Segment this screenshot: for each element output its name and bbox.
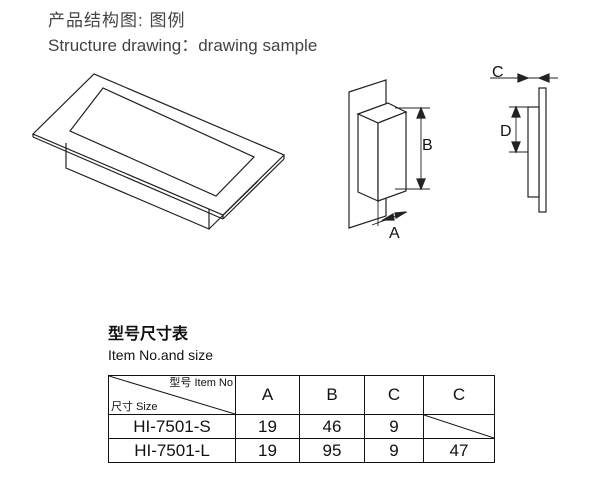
column-header-c: C bbox=[364, 375, 424, 415]
corner-diagonal bbox=[109, 376, 235, 414]
dimension-label-d: D bbox=[500, 123, 512, 140]
table-row: HI-7501-L 19 95 9 47 bbox=[108, 438, 495, 463]
table-header-row: 型号 Item No 尺寸 Size A B C C bbox=[108, 375, 495, 415]
size-c-cell: 9 bbox=[364, 438, 424, 463]
size-c-second-cell-empty bbox=[423, 414, 495, 439]
size-b-cell: 95 bbox=[299, 438, 365, 463]
column-header-c-second: C bbox=[423, 375, 495, 415]
isometric-handle-view bbox=[31, 73, 286, 230]
header-title-en: Structure drawing：drawing sample bbox=[48, 36, 318, 55]
table-corner-cell: 型号 Item No 尺寸 Size bbox=[108, 375, 236, 415]
size-a-cell: 19 bbox=[235, 438, 300, 463]
header-title-cn: 产品结构图: 图例 bbox=[48, 11, 186, 30]
table-row: HI-7501-S 19 46 9 bbox=[108, 414, 495, 439]
item-number-cell: HI-7501-S bbox=[108, 414, 236, 439]
profile-view bbox=[490, 73, 558, 213]
size-table-title-en: Item No.and size bbox=[108, 347, 214, 363]
size-c-cell: 9 bbox=[364, 414, 424, 439]
side-view bbox=[348, 79, 430, 229]
size-table-title-cn: 型号尺寸表 bbox=[108, 326, 189, 343]
structure-drawing: B A C D bbox=[31, 64, 558, 242]
column-header-a: A bbox=[235, 375, 300, 415]
corner-label-size: 尺寸 Size bbox=[111, 401, 158, 413]
size-b-cell: 46 bbox=[299, 414, 365, 439]
corner-label-item-no: 型号 Item No bbox=[169, 377, 233, 389]
dimension-label-a: A bbox=[389, 225, 400, 242]
size-a-cell: 19 bbox=[235, 414, 300, 439]
dimension-label-c: C bbox=[492, 64, 504, 81]
item-number-cell: HI-7501-L bbox=[108, 438, 236, 463]
size-c-second-cell: 47 bbox=[423, 438, 495, 463]
dimension-label-b: B bbox=[422, 137, 433, 154]
empty-cell-diagonal bbox=[424, 415, 494, 438]
column-header-b: B bbox=[299, 375, 365, 415]
size-table: 型号 Item No 尺寸 Size A B C C HI-7501-S 19 … bbox=[108, 375, 495, 463]
